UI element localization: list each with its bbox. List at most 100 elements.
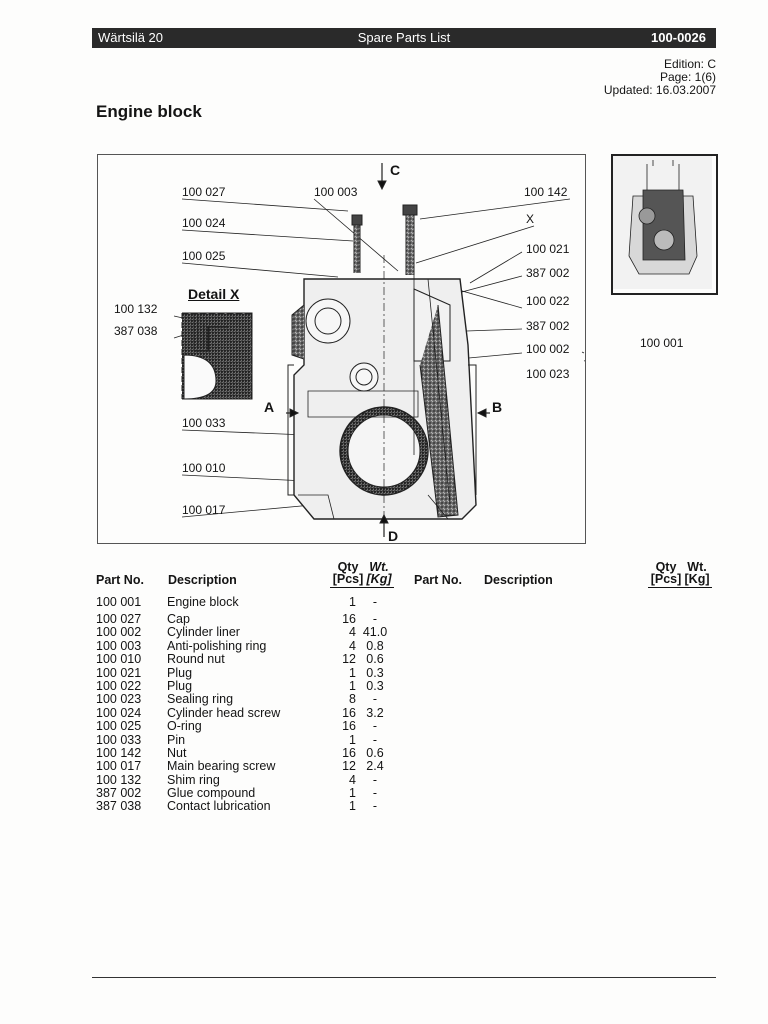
page-header-bar: Wärtsilä 20 Spare Parts List 100-0026 xyxy=(92,28,716,48)
part-number-cell: 100 024 xyxy=(96,705,142,720)
part-number-cell: 100 027 xyxy=(96,612,142,626)
column-header-qty: Qty [Pcs] xyxy=(328,560,368,586)
weight-header-top: Wt. xyxy=(369,560,389,574)
quantity-cell: 1 xyxy=(349,595,356,609)
callout-label: X xyxy=(526,212,535,226)
quantity-cell: 1 xyxy=(349,732,356,747)
part-number-cell: 100 021 xyxy=(96,665,142,680)
weight-cell: 41.0 xyxy=(362,625,388,640)
callout-label: 100 002 xyxy=(526,342,570,356)
callout-label: 100 022 xyxy=(526,294,570,308)
part-number-cell: 387 002 xyxy=(96,786,142,801)
location-thumbnail-drawing xyxy=(613,156,712,289)
quantity-cell: 1 xyxy=(349,678,356,693)
quantity-cell: 12 xyxy=(342,759,356,774)
quantity-cell: 1 xyxy=(349,665,356,680)
quantity-cell: 4 xyxy=(349,625,356,640)
column-header-description-right: Description xyxy=(484,573,553,587)
callout-label: 100 003 xyxy=(314,185,358,199)
column-header-part-no: Part No. xyxy=(96,573,144,587)
drawing-linework xyxy=(173,163,585,537)
header-doc-type: Spare Parts List xyxy=(357,30,451,45)
weight-cell: - xyxy=(372,612,378,626)
location-thumbnail xyxy=(611,154,718,295)
description-cell: Cylinder liner xyxy=(167,625,240,640)
callout-label: 100 024 xyxy=(182,216,226,230)
quantity-cell: 1 xyxy=(349,799,356,814)
weight-cell: 3.2 xyxy=(366,705,384,720)
column-header-qty-right: Qty [Pcs] xyxy=(646,560,686,586)
callout-label: 100 010 xyxy=(182,461,226,475)
description-cell: Contact lubrication xyxy=(167,799,271,814)
weight-header-top: Wt. xyxy=(687,560,707,574)
table-row: 387 038 Contact lubrication 1 - xyxy=(96,799,394,814)
part-number-cell: 100 002 xyxy=(96,625,142,640)
part-number-cell: 100 033 xyxy=(96,732,142,747)
column-header-description: Description xyxy=(168,573,237,587)
qty-header-bottom: [Pcs] xyxy=(650,572,682,586)
quantity-cell: 4 xyxy=(349,772,356,787)
description-cell: Plug xyxy=(167,678,193,693)
part-number-cell: 100 001 xyxy=(96,595,142,609)
section-letter-c: C xyxy=(390,162,401,178)
weight-cell: - xyxy=(372,732,378,747)
description-cell: Plug xyxy=(167,665,193,680)
weight-cell: 0.6 xyxy=(366,745,384,760)
weight-header-bottom: [Kg] xyxy=(684,572,710,586)
callout-label: 100 033 xyxy=(182,416,226,430)
callout-label: 100 021 xyxy=(526,242,570,256)
callout-label: 100 001 xyxy=(640,336,684,350)
part-number-cell: 100 017 xyxy=(96,759,142,774)
page-number: Page: 1(6) xyxy=(659,70,716,84)
description-cell: Pin xyxy=(167,732,186,747)
description-cell: Cap xyxy=(167,612,190,626)
qty-header-top: Qty xyxy=(655,560,677,574)
part-number-cell: 100 003 xyxy=(96,638,142,653)
qty-header-top: Qty xyxy=(337,560,359,574)
document-meta: Edition: C Page: 1(6) Updated: 16.03.200… xyxy=(604,58,716,97)
description-cell: Sealing ring xyxy=(167,692,234,707)
quantity-cell: 1 xyxy=(349,786,356,801)
callout-label: 100 017 xyxy=(182,503,226,517)
description-cell: O-ring xyxy=(167,719,202,734)
weight-cell: 0.8 xyxy=(366,638,384,653)
weight-cell: - xyxy=(372,799,378,814)
callout-label: 100 142 xyxy=(524,185,568,199)
section-letter-d: D xyxy=(388,528,399,544)
description-cell: Glue compound xyxy=(167,786,256,801)
column-header-weight: Wt. [Kg] xyxy=(364,560,394,586)
edition: Edition: C xyxy=(663,57,716,71)
callout-label: 100 027 xyxy=(182,185,226,199)
quantity-cell: 4 xyxy=(349,638,356,653)
header-underline-left xyxy=(330,587,394,588)
page-title: Engine block xyxy=(96,102,202,121)
quantity-cell: 16 xyxy=(342,745,356,760)
section-letter-b: B xyxy=(492,399,503,415)
callout-label: 387 002 xyxy=(526,319,570,333)
weight-cell: 0.6 xyxy=(366,652,384,667)
quantity-cell: 16 xyxy=(342,719,356,734)
callout-label: 100 023 xyxy=(526,367,570,381)
callout-label: 387 038 xyxy=(114,324,158,338)
part-number-cell: 100 132 xyxy=(96,772,142,787)
part-number-cell: 100 022 xyxy=(96,678,142,693)
callout-label: 100 025 xyxy=(182,249,226,263)
engine-block-drawing: 100 027 100 003 100 142 100 024 X 100 02… xyxy=(97,154,683,544)
weight-cell: 2.4 xyxy=(366,759,384,774)
description-cell: Main bearing screw xyxy=(167,759,276,774)
part-number-cell: 100 142 xyxy=(96,745,142,760)
description-cell: Cylinder head screw xyxy=(167,705,281,720)
part-number-cell: 387 038 xyxy=(96,799,142,814)
header-product: Wärtsilä 20 xyxy=(98,30,164,45)
